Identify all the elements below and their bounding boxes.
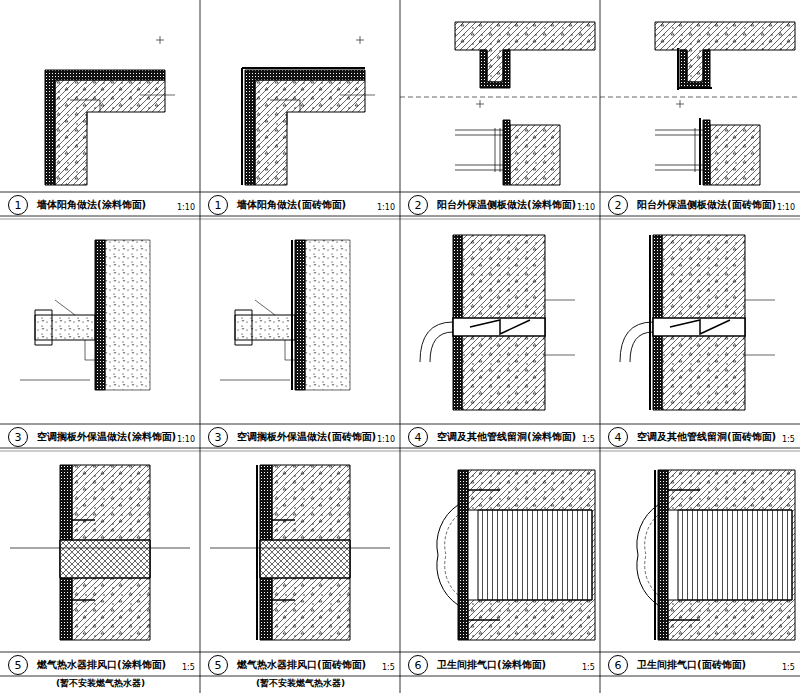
detail-title: 空调及其他管线留洞(面砖饰面): [636, 431, 777, 442]
detail-title: 燃气热水器排风口(涂料饰面): [36, 659, 167, 670]
callout-circle: 4: [408, 427, 428, 447]
scale-note: 1:10: [576, 204, 596, 213]
callout-circle: 2: [408, 195, 428, 215]
detail-title: 墙体阳角做法(面砖饰面): [236, 199, 347, 210]
scale-note: 1:5: [381, 664, 396, 673]
callout-number: 3: [215, 432, 222, 443]
callout-circle: 4: [608, 427, 628, 447]
scale-note: 1:10: [376, 436, 396, 445]
sub-note: (暂不安装燃气热水器): [255, 679, 346, 689]
detail-title: 空调及其他管线留洞(涂料饰面): [436, 431, 577, 442]
callout-circle: 6: [408, 655, 428, 675]
detail-title: 卫生间排气口(涂料饰面): [436, 659, 547, 670]
callout-number: 1: [215, 200, 222, 211]
callout-circle: 2: [608, 195, 628, 215]
detail-title: 阳台外保温侧板做法(涂料饰面): [436, 199, 577, 210]
scale-note: 1:10: [376, 204, 396, 213]
callout-number: 5: [15, 660, 22, 671]
callout-number: 2: [615, 200, 622, 211]
callout-circle: 1: [208, 195, 228, 215]
scale-note: 1:5: [581, 436, 596, 445]
detail-title: 空调搁板外保温做法(面砖饰面): [236, 431, 377, 442]
callout-number: 2: [415, 200, 422, 211]
callout-circle: 5: [8, 655, 28, 675]
scale-note: 1:10: [776, 204, 796, 213]
callout-circle: 3: [208, 427, 228, 447]
scale-note: 1:10: [176, 436, 196, 445]
callout-circle: 1: [8, 195, 28, 215]
callout-circle: 3: [8, 427, 28, 447]
detail-title: 燃气热水器排风口(面砖饰面): [236, 659, 367, 670]
callout-number: 3: [15, 432, 22, 443]
callout-number: 6: [615, 660, 622, 671]
sub-note: (暂不安装燃气热水器): [55, 679, 146, 689]
scale-note: 1:5: [181, 664, 196, 673]
detail-title: 墙体阳角做法(涂料饰面): [36, 199, 147, 210]
scale-note: 1:5: [781, 664, 796, 673]
scale-note: 1:5: [781, 436, 796, 445]
callout-circle: 5: [208, 655, 228, 675]
callout-number: 1: [15, 200, 22, 211]
callout-number: 5: [215, 660, 222, 671]
detail-title: 阳台外保温侧板做法(面砖饰面): [636, 199, 777, 210]
scale-note: 1:5: [581, 664, 596, 673]
detail-title: 卫生间排气口(面砖饰面): [636, 659, 747, 670]
callout-circle: 6: [608, 655, 628, 675]
callout-number: 4: [415, 432, 422, 443]
callout-number: 4: [615, 432, 622, 443]
scale-note: 1:10: [176, 204, 196, 213]
tile-layer: [242, 48, 712, 640]
panel-illustrations: [10, 22, 795, 640]
detail-title: 空调搁板外保温做法(涂料饰面): [36, 431, 177, 442]
callout-number: 6: [415, 660, 422, 671]
